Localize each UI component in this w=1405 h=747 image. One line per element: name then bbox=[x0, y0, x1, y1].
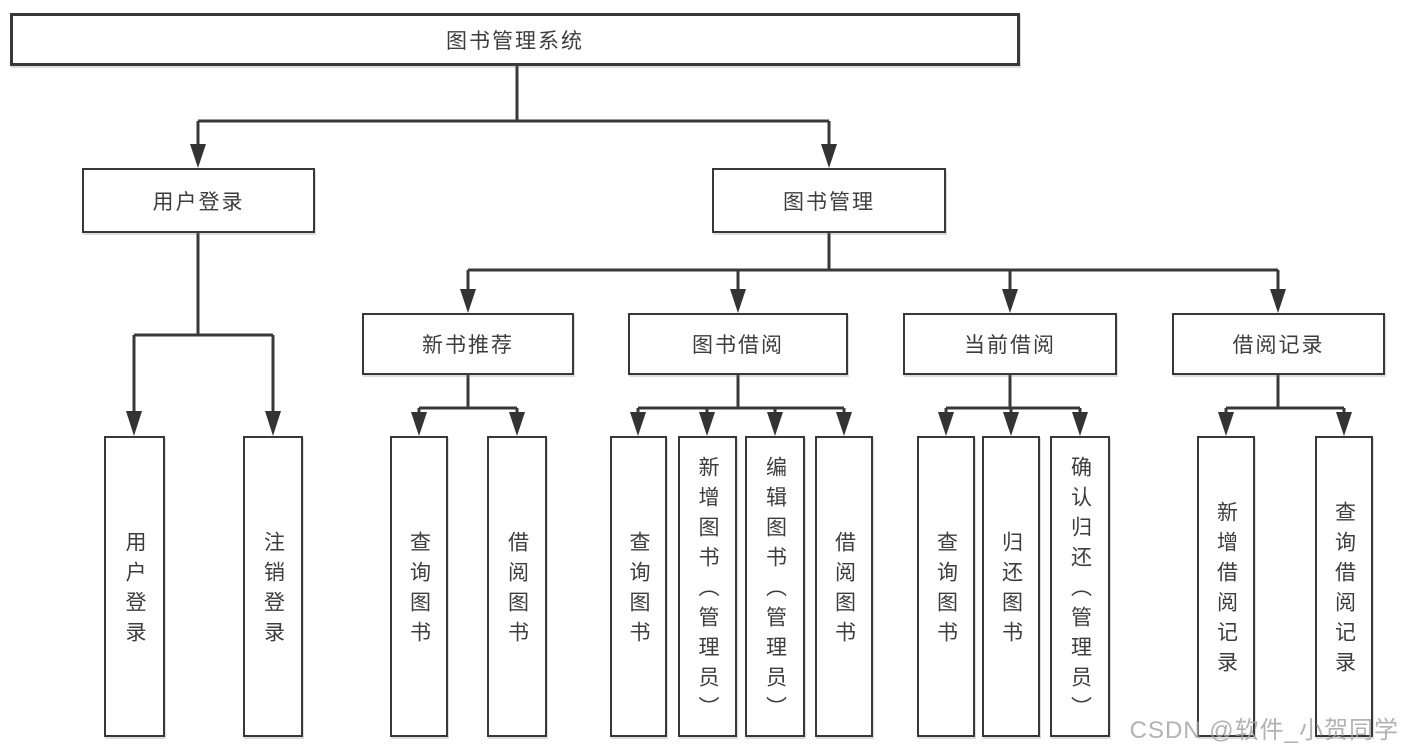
node-label: 查询图书 bbox=[407, 531, 431, 651]
node-user-login: 用户登录 bbox=[82, 168, 315, 233]
node-label: 新书推荐 bbox=[422, 334, 514, 357]
leaf-add-borrow-record: 新增借阅记录 bbox=[1197, 436, 1255, 737]
leaf-add-books-admin: 新增图书（管理员） bbox=[678, 436, 737, 737]
node-label: 当前借阅 bbox=[964, 334, 1056, 357]
node-library-management-system: 图书管理系统 bbox=[10, 13, 1020, 66]
node-label: 借阅记录 bbox=[1232, 334, 1325, 357]
leaf-confirm-return-admin: 确认归还（管理员） bbox=[1050, 436, 1110, 737]
node-label: 图书管理系统 bbox=[446, 29, 584, 53]
node-label: 新增图书（管理员） bbox=[696, 456, 719, 726]
node-label: 图书借阅 bbox=[692, 334, 784, 357]
node-current-borrowing: 当前借阅 bbox=[903, 313, 1117, 375]
node-borrowing-records: 借阅记录 bbox=[1172, 313, 1385, 375]
node-label: 确认归还（管理员） bbox=[1068, 456, 1092, 726]
node-book-borrowing: 图书借阅 bbox=[628, 313, 848, 375]
node-new-book-recommendation: 新书推荐 bbox=[362, 313, 574, 375]
watermark-text: CSDN @软件_小贺同学 bbox=[1129, 717, 1399, 744]
node-label: 注销登录 bbox=[261, 531, 285, 651]
node-label: 查询图书 bbox=[934, 531, 958, 651]
leaf-edit-books-admin: 编辑图书（管理员） bbox=[745, 436, 805, 737]
leaf-user-login: 用户登录 bbox=[104, 436, 165, 737]
node-book-management: 图书管理 bbox=[712, 168, 946, 233]
leaf-query-books-recommend: 查询图书 bbox=[390, 436, 448, 737]
node-label: 编辑图书（管理员） bbox=[763, 456, 787, 726]
leaf-logout: 注销登录 bbox=[243, 436, 303, 737]
node-label: 借阅图书 bbox=[832, 531, 856, 651]
leaf-borrow-books-borrowing: 借阅图书 bbox=[815, 436, 873, 737]
node-label: 借阅图书 bbox=[505, 531, 529, 651]
leaf-borrow-books-recommend: 借阅图书 bbox=[487, 436, 547, 737]
node-label: 查询图书 bbox=[627, 531, 650, 651]
node-label: 用户登录 bbox=[152, 190, 245, 214]
leaf-query-borrow-record: 查询借阅记录 bbox=[1315, 436, 1373, 737]
node-label: 查询借阅记录 bbox=[1332, 501, 1356, 681]
node-label: 新增借阅记录 bbox=[1214, 501, 1238, 681]
leaf-query-books-current: 查询图书 bbox=[917, 436, 975, 737]
node-label: 图书管理 bbox=[783, 190, 875, 214]
node-label: 归还图书 bbox=[999, 531, 1023, 651]
leaf-return-books: 归还图书 bbox=[982, 436, 1040, 737]
node-label: 用户登录 bbox=[123, 531, 146, 651]
leaf-query-books-borrowing: 查询图书 bbox=[610, 436, 667, 737]
